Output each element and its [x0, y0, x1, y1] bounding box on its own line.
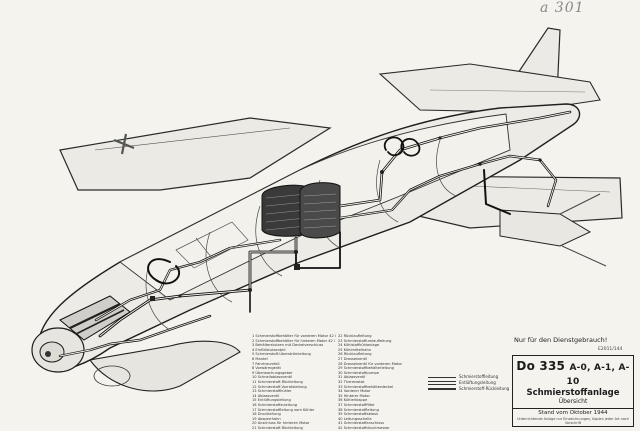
- legend-entry: 5 Schmierstoff-Überströmleitung: [252, 352, 311, 357]
- sheet-number: E2011/144: [598, 347, 623, 352]
- model-variants: A-0, A-1, A-10: [566, 363, 630, 387]
- drawing-subtitle: Übersicht: [558, 398, 588, 405]
- legend-entry: 16 Schmierstoffzuleitung: [252, 402, 298, 407]
- wing-upper-left: [59, 117, 332, 191]
- legend-entry: 30 Schmierstoffpumpe: [338, 370, 379, 375]
- horizontal-stabilizer: [378, 63, 601, 113]
- legend-entry: 37 Schmierstofffilter: [338, 402, 375, 407]
- legend-entry: 27 Drosselventil: [338, 356, 368, 361]
- key-line-sample: [428, 376, 456, 378]
- legend-entry: 6 Mantel: [252, 356, 268, 361]
- legend-entry: 42 Schmierstoffdruckmesser: [338, 425, 390, 430]
- restricted-use-label: Nur für den Dienstgebrauch!: [514, 336, 608, 344]
- legend-entry: 24 Kühlstoffkühlanlage: [338, 343, 380, 348]
- legend-entry: 18 Druckleitung: [252, 412, 281, 417]
- legend-entry: 26 Rücklaufleitung: [338, 352, 372, 357]
- legend-entry: 25 Kühlmittelhahn: [338, 347, 372, 352]
- wing-cross-marking: [113, 133, 135, 155]
- tail-cone: [499, 209, 592, 247]
- key-row: Schmierstoff-Rückleitung: [428, 386, 509, 392]
- legend-entry: 31 Ablassventil: [338, 375, 366, 380]
- key-row: Schmierstoffleitung: [428, 374, 509, 380]
- key-label: Schmierstoff-Rückleitung: [459, 386, 510, 391]
- legend-entry: 41 Schmierstoffanschluss: [338, 421, 385, 426]
- legend-entry: 35 Hinterer Motor: [338, 393, 370, 398]
- legend-entry: 21 Schmierstoff-Rückleitung: [252, 425, 303, 430]
- legend-entry: 40 Leitungsschelle: [338, 416, 372, 421]
- legend-entry: 2 Schmierstoffbehälter für hinteren Moto…: [252, 338, 335, 343]
- pipe-fittings: [150, 136, 542, 301]
- key-label: Entlüftungsleitung: [459, 380, 496, 385]
- legend-entry: 8 Vorwärmgerät: [252, 366, 281, 371]
- legend-entry: 19 Absperrhahn: [252, 416, 281, 421]
- legend-entry: 28 Drosselventil für vorderen Motor: [338, 361, 403, 366]
- legend-entry: 9 Überwachungsgeber: [252, 370, 293, 375]
- legend-entry: 15 Entlüftungsleitung: [252, 398, 291, 403]
- legend-entry: 34 Vorderer Motor: [338, 389, 371, 394]
- model-designation: Do 335 A-0, A-1, A-10: [513, 359, 633, 387]
- rear-oil-tank: [299, 182, 341, 239]
- title-block: Do 335 A-0, A-1, A-10 Schmierstoffanlage…: [512, 355, 634, 427]
- legend-entry: 38 Schmierstoffleitung: [338, 407, 379, 412]
- handwritten-note: a 301: [540, 0, 585, 16]
- drawing-date: Stand vom Oktober 1944: [538, 410, 608, 416]
- legend-entry: 7 Fahrtraumfall: [252, 361, 280, 366]
- legend-entry: 12 Schmierstoff-Vorratsleitung: [252, 384, 307, 389]
- legend-entry: 10 Schnellablassventil: [252, 375, 293, 380]
- legend-entry: 32 Thermostat: [338, 379, 365, 384]
- model-main: Do 335: [516, 359, 566, 373]
- legend-entry: 4 Einfüllstutzenteil: [252, 347, 286, 352]
- legend-entry: 11 Schmierstoff-Rückleitung: [252, 379, 303, 384]
- lower-cowl: [89, 340, 241, 392]
- legend-entry: 33 Schmierstoffbehälterdeckel: [338, 384, 394, 389]
- legend-entry: 13 Schmierstoffkühler: [252, 389, 292, 394]
- legend-entry: 39 Schmierstoffablass: [338, 412, 378, 417]
- legend-entry: 22 Rücklaufleitung: [338, 334, 372, 338]
- legend-entry: 20 Anschluss für hinteren Motor: [252, 421, 310, 426]
- legend-entry: 3 Behälterstutzen mit Deckelverschluss: [252, 343, 324, 348]
- drawing-note: Unterrichtende Anlage nur Einzeichnungen…: [517, 417, 629, 425]
- key-row: Entlüftungsleitung: [428, 380, 509, 386]
- legend-entry: 17 Schmierstoffleitung vom Kühler: [252, 407, 315, 412]
- legend-entry: 23 Schmierstoffumlaufleitung: [338, 338, 392, 343]
- key-line-sample: [428, 388, 456, 390]
- parts-legend-left: 1 Schmierstoffbehälter für vorderen Moto…: [252, 334, 336, 430]
- legend-entry: 14 Ablassventil: [252, 393, 280, 398]
- legend-entry: 29 Schmierstoffbehälterleitung: [338, 366, 394, 371]
- key-line-sample: [428, 381, 456, 385]
- key-label: Schmierstoffleitung: [459, 374, 499, 379]
- legend-entry: 1 Schmierstoffbehälter für vorderen Moto…: [252, 334, 336, 338]
- drawing-title: Schmierstoffanlage: [526, 388, 620, 398]
- legend-entry: 36 Kühlerklappe: [338, 398, 368, 403]
- nose-spinner: [31, 327, 85, 373]
